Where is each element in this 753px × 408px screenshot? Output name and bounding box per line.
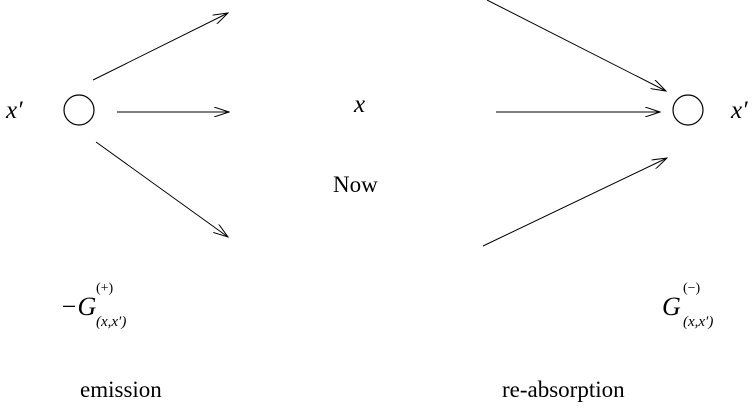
right-function-symbol: G — [662, 292, 681, 321]
right-point-label: x′ — [731, 97, 748, 124]
emission-arrow-down — [95, 141, 228, 237]
source-point-circle — [63, 94, 95, 126]
right-function-superscript: (−) — [683, 281, 701, 296]
left-point-label: x′ — [6, 97, 23, 124]
sink-point-circle — [672, 94, 704, 126]
left-green-function: −G (+) (x,x′) — [60, 282, 170, 332]
left-function-subscript: (x,x′) — [96, 314, 127, 330]
now-label: Now — [333, 172, 378, 197]
absorption-arrow-up — [482, 158, 667, 247]
right-function-subscript: (x,x′) — [683, 314, 714, 330]
absorption-arrow-down — [486, 0, 666, 91]
right-green-function: G (−) (x,x′) — [662, 282, 753, 332]
reabsorption-caption: re-absorption — [502, 377, 625, 402]
left-function-symbol: G — [77, 292, 97, 321]
emission-arrow-up — [92, 13, 228, 81]
left-function-sign: − — [60, 292, 78, 321]
left-function-superscript: (+) — [96, 281, 114, 296]
emission-caption: emission — [80, 377, 162, 402]
middle-point-label: x — [354, 91, 366, 118]
